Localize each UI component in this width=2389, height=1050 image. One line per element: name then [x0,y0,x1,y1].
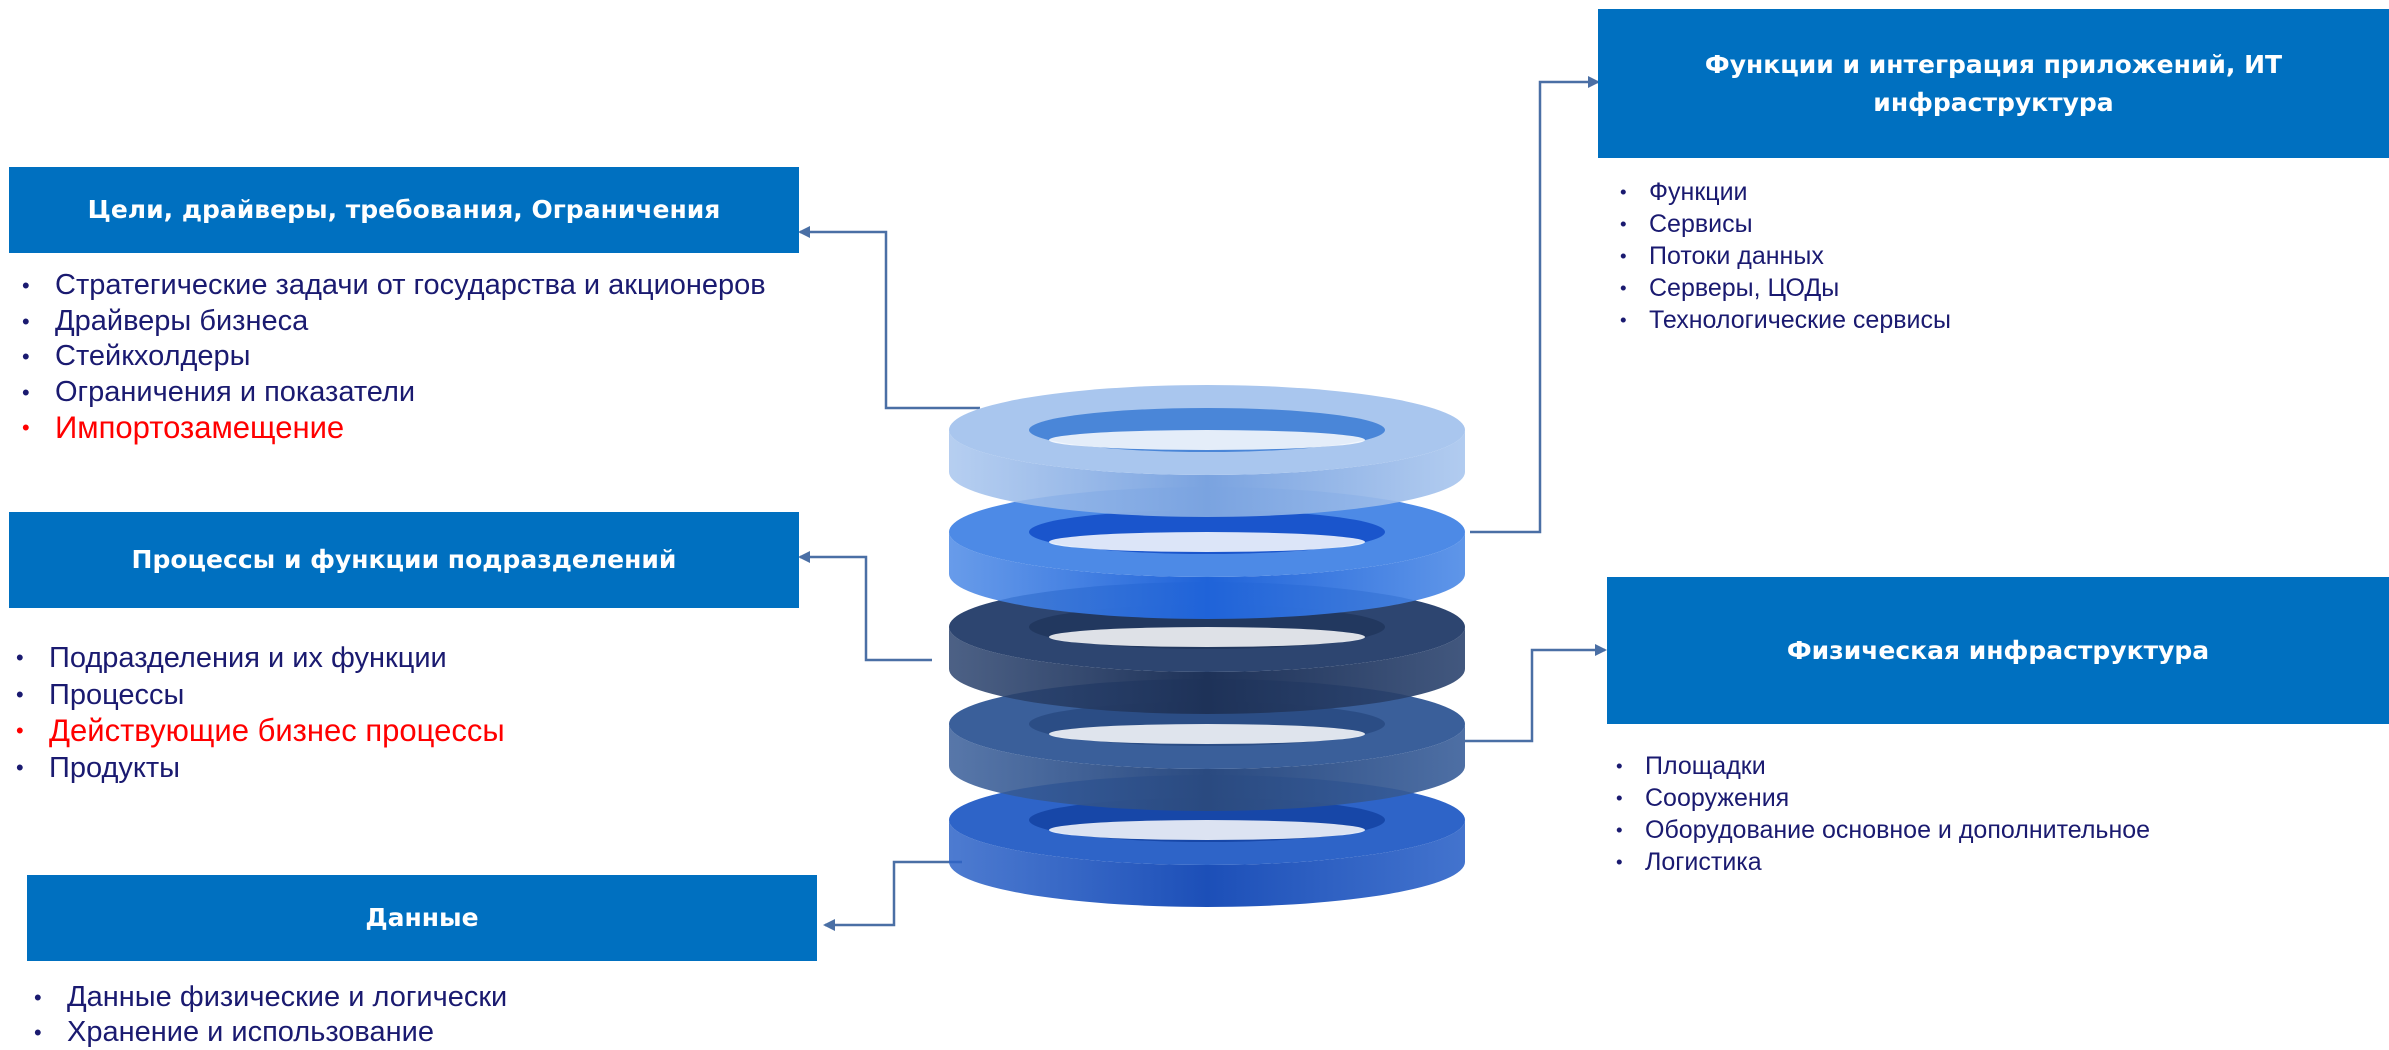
data-connector [823,860,962,931]
ring-side [949,820,1465,907]
list-item: • Оборудование основное и дополнительное [1616,814,2150,846]
physical-list: • Площадки • Сооружения • Оборудование основн… [1616,750,2150,878]
bullet-icon: • [22,344,30,369]
list-item-text: Оборудование основное и дополнительное [1645,816,2151,844]
list-item: • Логистика [1616,846,2150,878]
list-item: • Процессы [16,677,505,714]
list-item-text: Стейкхолдеры [55,340,251,372]
list-item-text: Данные физические и логически [67,981,508,1013]
goals-list: • Стратегические задачи от государства и … [22,268,766,446]
list-item-text: Сооружения [1645,784,1790,812]
data-header: Данные [27,875,817,961]
bullet-icon: • [16,754,24,780]
list-item: • Импортозамещение [22,410,766,446]
ring-side [949,430,1465,517]
list-item-text: Ограничения и показатели [55,375,416,408]
processes-connector [798,551,932,662]
bullet-icon: • [1620,181,1627,202]
bullet-icon: • [22,415,30,440]
apps-header: Функции и интеграция приложений, ИТ инфр… [1598,9,2389,158]
ring-hole-glow [1049,820,1365,840]
processes-title: Процессы и функции подразделений [131,545,677,574]
apps-connector [1470,76,1600,534]
list-item: • Продукты [16,750,505,787]
list-item-text: Потоки данных [1649,242,1824,270]
physical-title: Физическая инфраструктура [1786,635,2210,665]
processes-list: • Подразделения и их функции • Процессы • Дей… [16,640,505,786]
ring-hole-glow [1049,724,1365,744]
bullet-icon: • [22,379,30,405]
list-item: • Сооружения [1616,782,2150,814]
list-item-text: Серверы, ЦОДы [1649,274,1840,302]
bullet-icon: • [22,273,30,298]
goals-connector [798,226,980,410]
list-item: • Стратегические задачи от государства и … [22,268,766,304]
apps-list: • Функции • Сервисы • Потоки данных • Серверы, … [1620,176,1951,336]
list-item: • Серверы, ЦОДы [1620,272,1951,304]
bullet-icon: • [1616,787,1623,808]
ring-side [949,627,1465,714]
ring-hole-glow [1049,627,1365,647]
list-item: • Площадки [1616,750,2150,782]
bullet-icon: • [1616,755,1623,776]
goals-header: Цели, драйверы, требования, Ограничения [9,167,799,253]
list-item: • Действующие бизнес процессы [16,713,505,750]
bullet-icon: • [1620,277,1627,298]
ring-hole-glow [1049,430,1365,450]
list-item-text: Хранение и использование [67,1016,434,1048]
bullet-icon: • [1616,851,1623,872]
bullet-icon: • [16,681,24,707]
list-item: • Данные физические и логически [34,980,507,1015]
bullet-icon: • [34,1020,42,1045]
bullet-icon: • [22,308,30,334]
physical-header: Физическая инфраструктура [1607,577,2389,724]
list-item-text: Подразделения и их функции [49,642,447,674]
bullet-icon: • [16,718,24,743]
list-item: • Хранение и использование [34,1015,507,1050]
goals-layer [949,385,1465,517]
list-item-text: Технологические сервисы [1649,306,1951,334]
list-item-text: Стратегические задачи от государства и а… [55,269,766,301]
ring-hole-glow [1049,532,1365,552]
bullet-icon: • [34,985,42,1010]
bullet-icon: • [1620,245,1627,266]
list-item-text: Драйверы бизнеса [55,304,309,337]
list-item: • Потоки данных [1620,240,1951,272]
ring-side [949,724,1465,811]
processes-header: Процессы и функции подразделений [9,512,799,608]
bullet-icon: • [16,645,24,670]
list-item: • Технологические сервисы [1620,304,1951,336]
list-item-text: Импортозамещение [55,410,345,445]
physical-connector [1465,644,1607,743]
list-item-text: Функции [1649,178,1748,206]
ring-side [949,532,1465,619]
list-item: • Драйверы бизнеса [22,304,766,340]
list-item-text: Сервисы [1649,210,1753,238]
data-title: Данные [365,903,479,932]
list-item-text: Логистика [1645,848,1762,876]
list-item-text: Продукты [49,751,181,784]
data-list: • Данные физические и логически • Хранение … [34,980,507,1050]
list-item-text: Площадки [1645,752,1766,780]
list-item-text: Процессы [49,678,185,711]
list-item: • Подразделения и их функции [16,640,505,677]
bullet-icon: • [1620,309,1627,330]
bullet-icon: • [1616,819,1623,840]
list-item: • Ограничения и показатели [22,375,766,411]
bullet-icon: • [1620,213,1627,234]
apps-title: Функции и интеграция приложений, ИТ инфр… [1704,49,2283,117]
list-item-text: Действующие бизнес процессы [49,713,505,748]
goals-title: Цели, драйверы, требования, Ограничения [87,195,721,224]
list-item: • Стейкхолдеры [22,339,766,375]
list-item: • Функции [1620,176,1951,208]
list-item: • Сервисы [1620,208,1951,240]
